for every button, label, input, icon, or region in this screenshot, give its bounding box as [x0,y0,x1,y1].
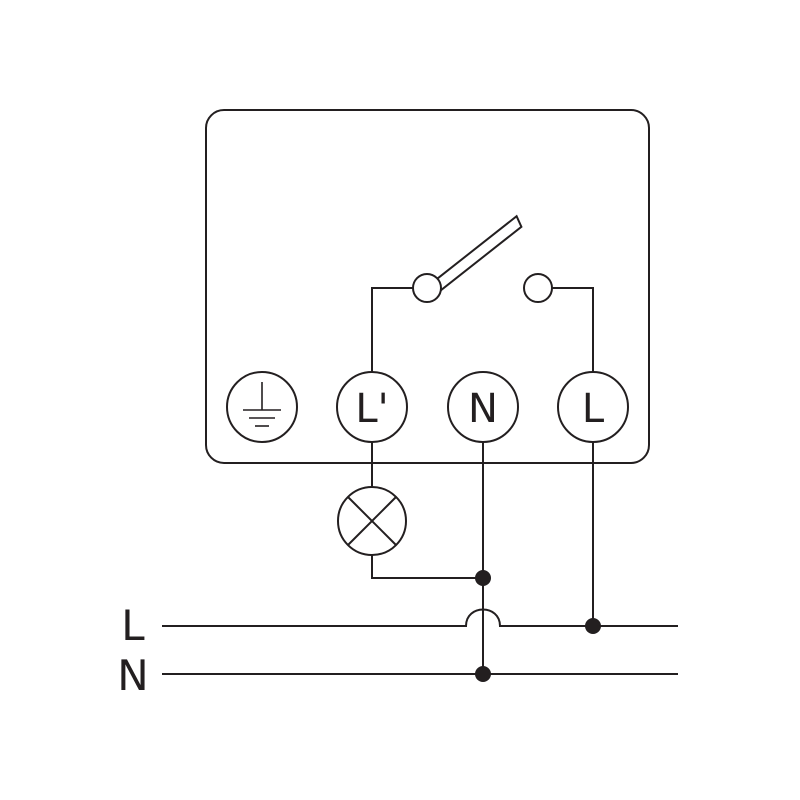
wire-lamp-to-neutral [371,555,483,579]
terminal-earth [226,371,298,443]
terminal-l-switched-label: L' [355,386,388,432]
wire-lprime-to-switch [371,287,413,372]
terminal-neutral-label: N [468,386,498,432]
junction-lamp-neutral [475,570,491,586]
ground-icon [243,382,281,427]
device-enclosure [205,109,650,464]
wire-switch-to-live [552,287,594,372]
switch-fixed-contact [523,273,553,303]
switch-lever [430,214,523,296]
switch-pivot [412,273,442,303]
bus-live-line [162,608,678,627]
junction-neutral-bus [475,666,491,682]
junction-live-bus [585,618,601,634]
terminal-live-label: L [582,386,605,432]
terminal-neutral: N [447,371,519,443]
bus-neutral-label: N [117,651,148,700]
terminal-l-switched: L' [336,371,408,443]
bus-live-label: L [121,601,145,650]
lamp-icon [337,486,407,556]
switch-contact-icon [371,214,594,372]
terminal-live: L [557,371,629,443]
